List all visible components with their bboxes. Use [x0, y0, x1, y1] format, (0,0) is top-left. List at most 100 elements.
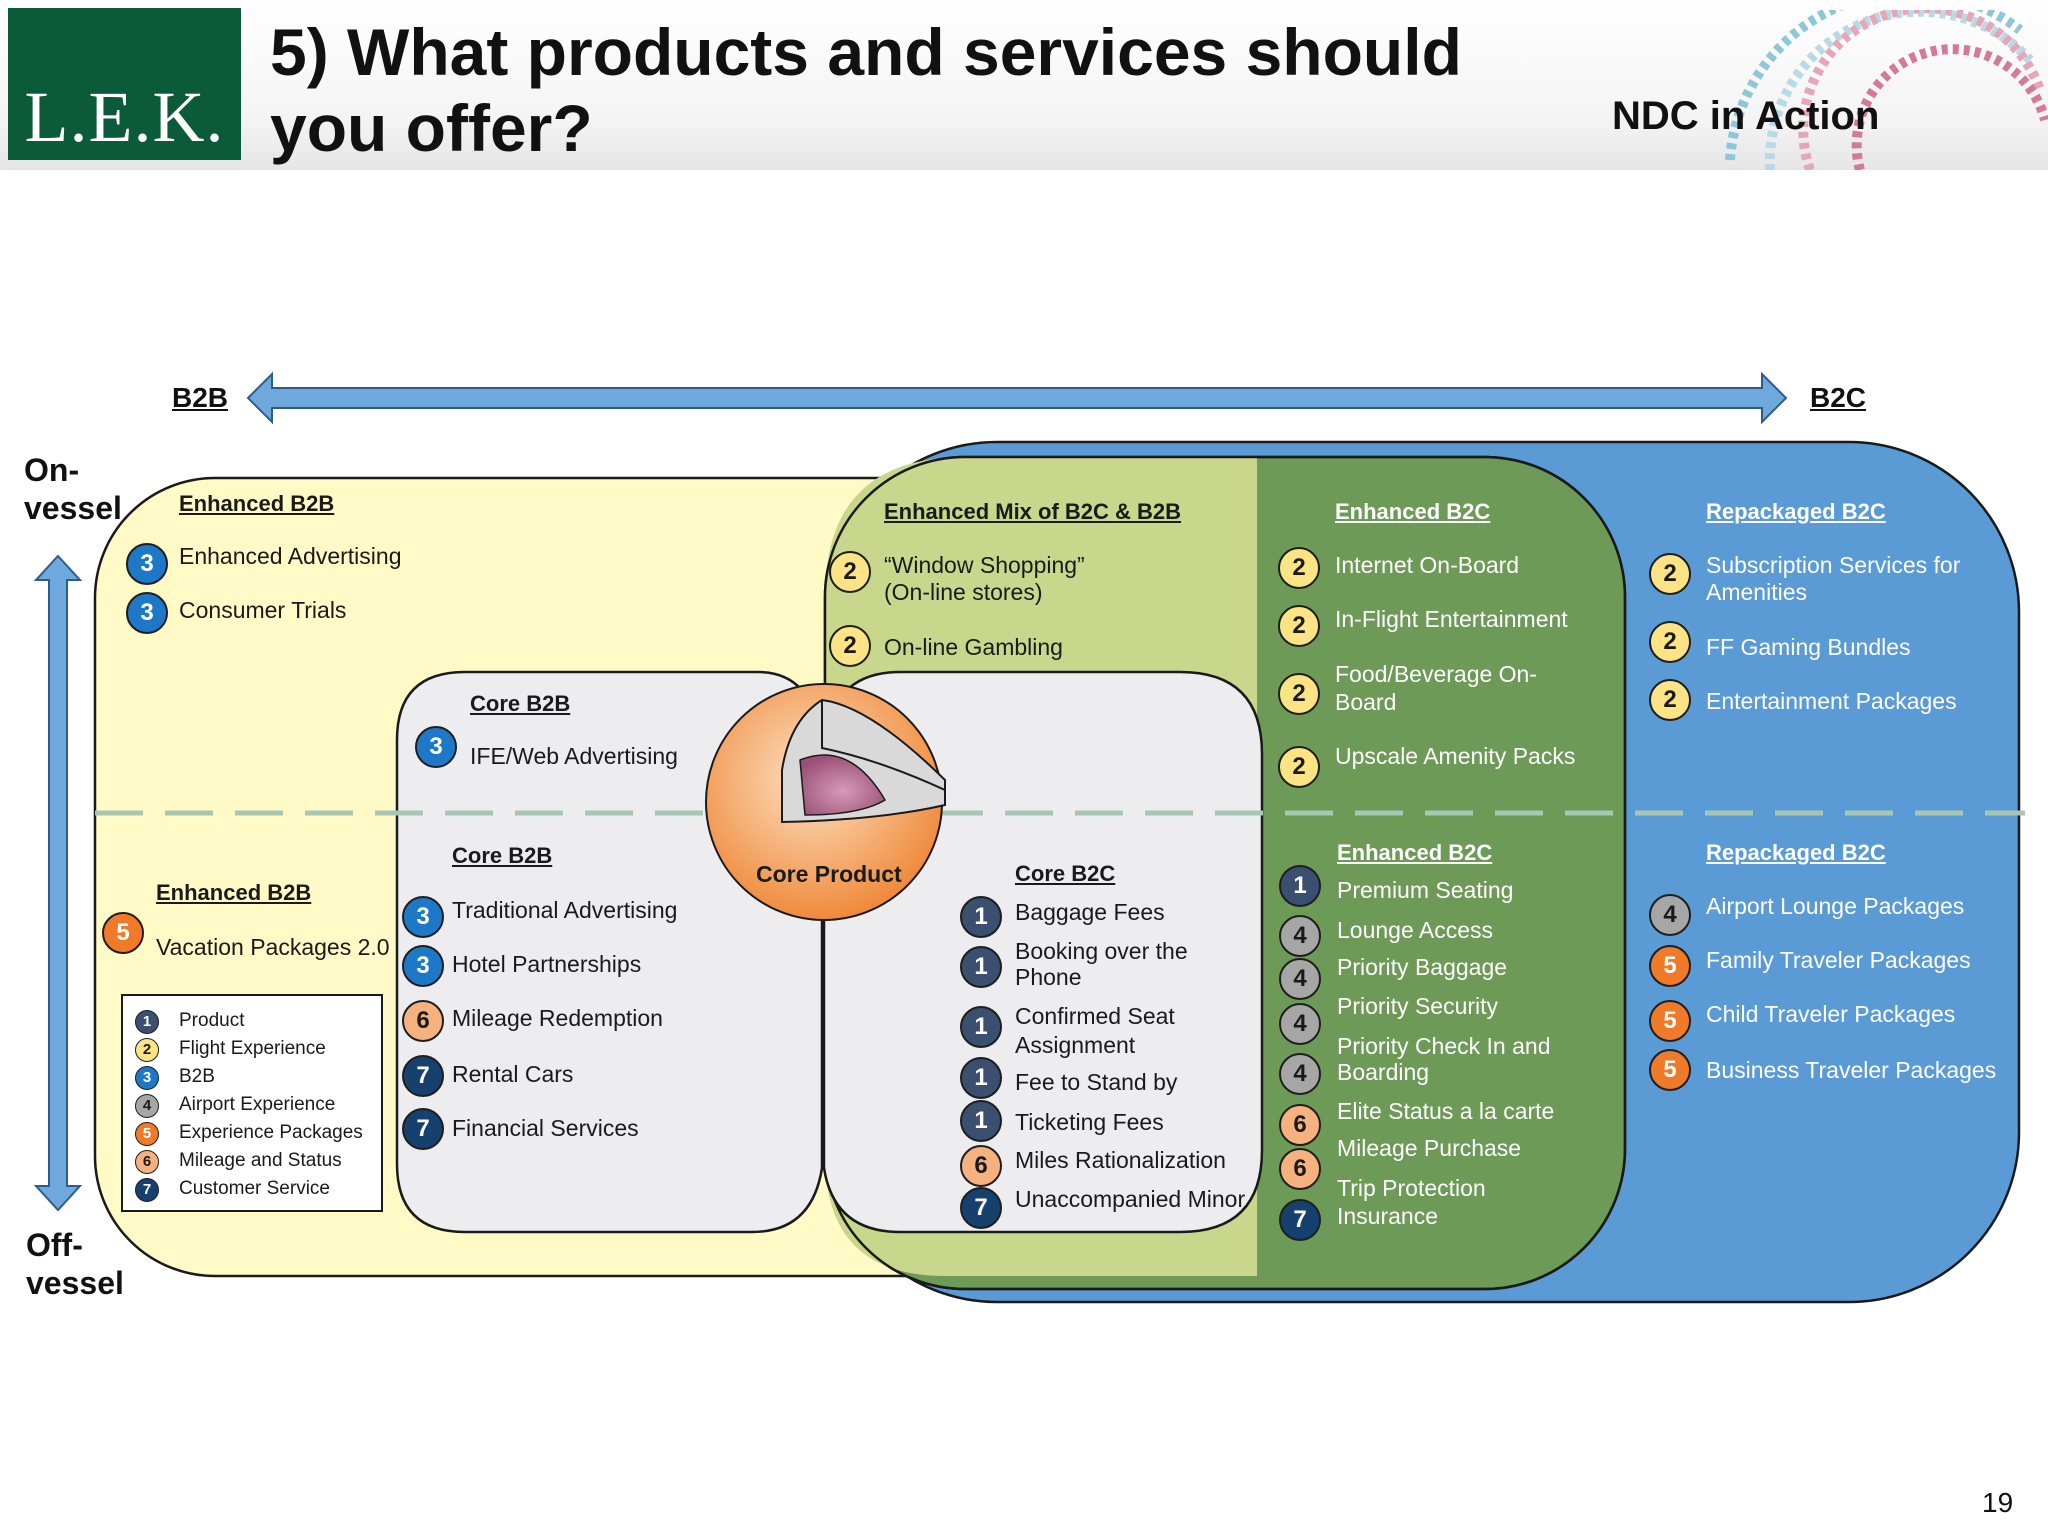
item-label: Miles Rationalization — [1015, 1147, 1226, 1173]
item-label-line-1: Food/Beverage On- — [1335, 661, 1538, 687]
item-label: Enhanced Advertising — [179, 543, 402, 569]
category-badge: 6 — [960, 1145, 1002, 1187]
section-heading-enhanced-mix: Enhanced Mix of B2C & B2B — [884, 499, 1182, 524]
item-label: Elite Status a la carte — [1337, 1098, 1555, 1124]
vertical-axis-arrow — [33, 554, 83, 1212]
core-product-label: Core Product — [756, 861, 902, 887]
item-label: Hotel Partnerships — [452, 951, 642, 977]
legend-label: Mileage and Status — [179, 1150, 342, 1171]
item-label: Traditional Advertising — [452, 897, 678, 923]
category-badge: 1 — [1279, 865, 1321, 907]
legend-badge: 6 — [135, 1150, 159, 1174]
category-badge: 5 — [1649, 1000, 1691, 1042]
item-label: In-Flight Entertainment — [1335, 606, 1568, 632]
item-label: Airport Lounge Packages — [1706, 893, 1965, 919]
category-badge: 1 — [960, 1006, 1002, 1048]
category-badge: 2 — [1278, 673, 1320, 715]
item-label: Priority Baggage — [1337, 954, 1508, 980]
axis-label-b2c: B2C — [1810, 382, 1867, 413]
category-badge: 2 — [1278, 547, 1320, 589]
item-label: Mileage Purchase — [1337, 1135, 1522, 1161]
slide-title: 5) What products and services should you… — [270, 14, 1590, 166]
slide-header — [0, 0, 2048, 170]
category-badge: 7 — [960, 1187, 1002, 1229]
item-label-line-1: “Window Shopping” — [884, 552, 1085, 578]
axis-label-on-vessel: On- vessel — [24, 451, 122, 527]
category-badge: 3 — [126, 592, 168, 634]
category-badge: 5 — [1649, 945, 1691, 987]
section-heading-enhanced-b2b-top: Enhanced B2B — [179, 491, 335, 516]
item-label: Family Traveler Packages — [1706, 947, 1971, 973]
category-badge: 1 — [960, 946, 1002, 988]
category-badge: 6 — [1279, 1104, 1321, 1146]
category-badge: 3 — [415, 726, 457, 768]
category-legend: 1 Product 2 Flight Experience 3 B2B 4 Ai… — [121, 994, 383, 1212]
lek-logo: L.E.K. — [8, 8, 241, 160]
title-line-2: you offer? — [270, 91, 593, 165]
legend-label: B2B — [179, 1066, 215, 1087]
item-label-line-2: Board — [1335, 689, 1397, 715]
item-label: On-line Gambling — [884, 634, 1063, 660]
decorative-arc-graphic — [1725, 10, 2048, 170]
category-badge: 2 — [829, 625, 871, 667]
item-label: Mileage Redemption — [452, 1005, 663, 1031]
section-heading-core-b2b-bottom: Core B2B — [452, 843, 553, 868]
item-label: Consumer Trials — [179, 597, 347, 623]
item-label: Unaccompanied Minor — [1015, 1186, 1246, 1212]
item-label-line-1: Priority Check In and — [1337, 1033, 1551, 1059]
item-label: Financial Services — [452, 1115, 639, 1141]
on-vessel-line-1: On- — [24, 452, 80, 488]
item-label-line-2: Boarding — [1337, 1059, 1430, 1085]
item-label-line-1: Subscription Services for — [1706, 552, 1961, 578]
category-badge: 6 — [402, 1000, 444, 1042]
axis-label-off-vessel: Off- vessel — [26, 1226, 124, 1302]
item-label-line-2: Amenities — [1706, 579, 1807, 605]
category-badge: 1 — [960, 896, 1002, 938]
title-line-1: 5) What products and services should — [270, 15, 1462, 89]
section-heading-core-b2b-top: Core B2B — [470, 691, 571, 716]
category-badge: 1 — [960, 1100, 1002, 1142]
category-badge: 1 — [960, 1057, 1002, 1099]
section-heading-repackaged-b2c-bottom: Repackaged B2C — [1706, 840, 1886, 865]
legend-badge: 7 — [135, 1178, 159, 1202]
category-badge: 6 — [1279, 1148, 1321, 1190]
item-label: Priority Security — [1337, 993, 1499, 1019]
legend-badge: 3 — [135, 1066, 159, 1090]
section-heading-core-b2c: Core B2C — [1015, 861, 1116, 886]
legend-badge: 5 — [135, 1122, 159, 1146]
item-label-line-2: Phone — [1015, 964, 1082, 990]
page-number: 19 — [1982, 1487, 2014, 1518]
item-label: Child Traveler Packages — [1706, 1001, 1956, 1027]
category-badge: 2 — [829, 551, 871, 593]
subtitle: NDC in Action — [1612, 94, 1880, 138]
axis-label-b2b: B2B — [172, 382, 229, 413]
category-badge: 3 — [402, 896, 444, 938]
category-badge: 4 — [1649, 894, 1691, 936]
item-label: IFE/Web Advertising — [470, 743, 678, 769]
legend-label: Airport Experience — [179, 1094, 336, 1115]
item-label: Premium Seating — [1337, 877, 1514, 903]
section-heading-enhanced-b2b-bottom: Enhanced B2B — [156, 880, 312, 905]
legend-label: Experience Packages — [179, 1122, 363, 1143]
category-badge: 4 — [1279, 1003, 1321, 1045]
legend-label: Flight Experience — [179, 1038, 326, 1059]
item-label: Business Traveler Packages — [1706, 1057, 1997, 1083]
horizontal-axis-arrow — [246, 371, 1788, 425]
item-label: Ticketing Fees — [1015, 1109, 1164, 1135]
item-label: Upscale Amenity Packs — [1335, 743, 1576, 769]
item-label-line-2: Assignment — [1015, 1032, 1136, 1058]
item-label-line-2: (On-line stores) — [884, 579, 1043, 605]
item-label: Entertainment Packages — [1706, 688, 1957, 714]
legend-badge: 2 — [135, 1038, 159, 1062]
item-label-line-1: Booking over the — [1015, 938, 1188, 964]
category-badge: 2 — [1649, 679, 1691, 721]
item-label: Vacation Packages 2.0 — [156, 934, 390, 960]
category-badge: 3 — [126, 543, 168, 585]
category-badge: 7 — [1279, 1199, 1321, 1241]
on-vessel-line-2: vessel — [24, 490, 122, 526]
category-badge: 7 — [402, 1055, 444, 1097]
section-heading-enhanced-b2c-top: Enhanced B2C — [1335, 499, 1491, 524]
section-heading-repackaged-b2c-top: Repackaged B2C — [1706, 499, 1886, 524]
item-label: Internet On-Board — [1335, 552, 1520, 578]
